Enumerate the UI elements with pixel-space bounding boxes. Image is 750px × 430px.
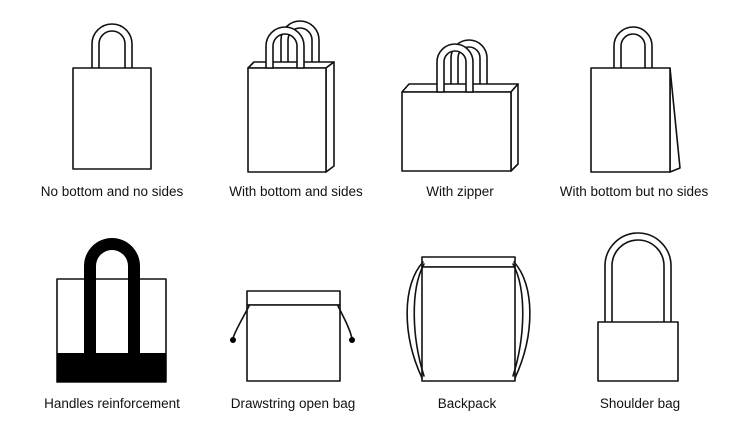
label-with-zipper: With zipper: [426, 184, 494, 199]
back-handle-inner: [287, 27, 313, 63]
bag-body: [590, 67, 671, 173]
bag-with-bottom-and-sides-illustration: [247, 20, 335, 173]
reinforced-bottom: [57, 353, 166, 382]
label-with-bottom-no-sides: With bottom but no sides: [559, 184, 709, 199]
bag-top-rim: [401, 83, 519, 93]
bag-shoulder-illustration: [597, 232, 679, 382]
bag-body: [246, 304, 341, 382]
strap-right-outer: [513, 261, 531, 379]
bag-side-panel: [325, 61, 335, 173]
handle-outer: [613, 26, 653, 69]
bag-body: [421, 266, 516, 382]
strap-outer: [604, 232, 672, 323]
bag-handles-reinforcement-illustration: [56, 238, 167, 383]
drawstring-right: [337, 305, 353, 339]
bag-side-panel: [510, 83, 519, 172]
bag-body: [72, 67, 152, 170]
front-handle: [436, 43, 474, 93]
label-with-bottom-and-sides: With bottom and sides: [229, 184, 363, 199]
reinforced-handle: [84, 238, 140, 353]
strap-left-inner: [413, 263, 425, 377]
bag-with-zipper-illustration: [401, 39, 519, 172]
strap-right-inner: [512, 263, 524, 377]
back-handle-outer: [450, 39, 488, 87]
back-handle-inner: [457, 46, 481, 87]
strap-left-outer: [406, 261, 424, 379]
label-shoulder-bag: Shoulder bag: [599, 396, 681, 411]
strap-inner: [611, 239, 665, 323]
handle-outer: [91, 23, 133, 69]
label-drawstring-open-bag: Drawstring open bag: [230, 396, 356, 411]
label-no-bottom-no-sides: No bottom and no sides: [40, 184, 184, 199]
drawstring-channel: [246, 290, 341, 306]
label-handles-reinforcement: Handles reinforcement: [44, 396, 180, 411]
cord-end-left: [230, 337, 236, 343]
handle-inner: [98, 30, 126, 69]
bag-front: [401, 91, 512, 172]
handle-inner: [620, 33, 646, 69]
label-backpack: Backpack: [437, 396, 497, 411]
drawstring-left: [232, 305, 250, 339]
bag-drawstring-open-illustration: [230, 290, 355, 382]
cord-end-right: [349, 337, 355, 343]
front-handle: [265, 26, 305, 69]
drawstring-channel: [421, 256, 516, 268]
bag-backpack-illustration: [406, 256, 531, 382]
bag-with-bottom-no-sides-illustration: [590, 26, 681, 173]
bag-body: [597, 321, 679, 382]
bag-side-gusset: [669, 67, 681, 173]
bag-top-rim: [247, 61, 335, 69]
bag-front: [247, 67, 327, 173]
bag-no-bottom-no-sides-illustration: [72, 23, 152, 170]
